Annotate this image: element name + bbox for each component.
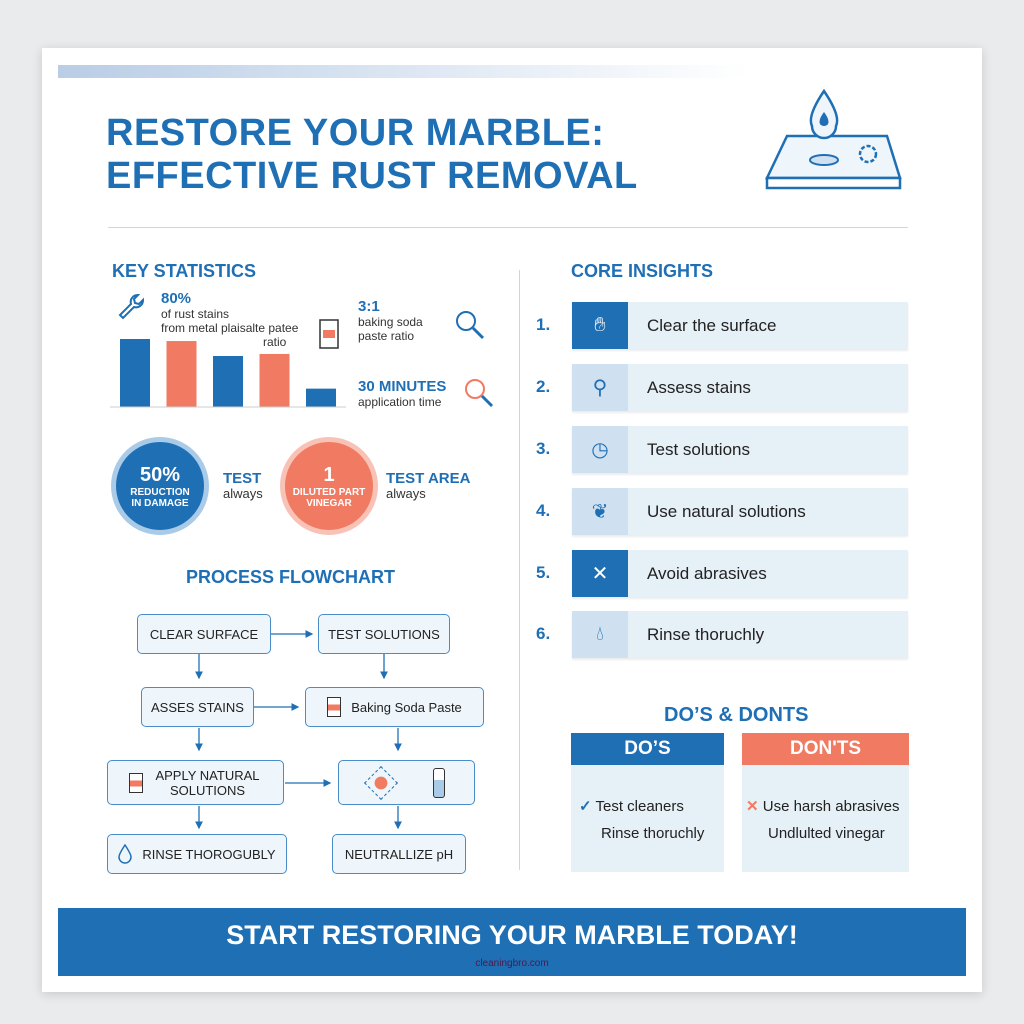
stat-80: 80% of rust stains from metal plaisalte … xyxy=(161,290,299,349)
flow-apply-natural-solutions: APPLY NATURAL SOLUTIONS xyxy=(107,760,284,805)
stain-icon xyxy=(363,765,398,800)
insight-number: 1. xyxy=(536,315,551,334)
bar xyxy=(259,353,290,407)
insight-row: ✋︎ Clear the surface xyxy=(572,302,908,349)
magnifier-icon xyxy=(456,311,485,340)
watermark: cleaningbro.com xyxy=(475,958,549,969)
circle-stat-reduction: 50% REDUCTION IN DAMAGE xyxy=(111,437,209,535)
page-title: RESTORE YOUR MARBLE:EFFECTIVE RUST REMOV… xyxy=(106,112,638,197)
insight-row: 💧︎ Rinse thoruchly xyxy=(572,611,908,658)
divider xyxy=(108,227,908,228)
check-icon: ✓ xyxy=(579,798,592,815)
cta-banner: START RESTORING YOUR MARBLE TODAY! clean… xyxy=(58,908,966,976)
clock-icon: ◷ xyxy=(572,426,628,473)
insight-number: 6. xyxy=(536,624,551,643)
donts-header: DON'TS xyxy=(742,733,909,765)
dos-header: DO’S xyxy=(571,733,724,765)
dos-list: ✓ Test cleaners Rinse thoruchly xyxy=(571,765,724,872)
stat-minutes: 30 MINUTES application time xyxy=(358,378,447,409)
no-brush-icon: ✕ xyxy=(572,550,628,597)
insight-number: 2. xyxy=(536,377,551,396)
bar-chart xyxy=(110,339,346,408)
flow-test-solutions: TEST SOLUTIONS xyxy=(318,614,450,654)
flow-clear-surface: CLEAR SURFACE xyxy=(137,614,271,654)
insight-row: ❦ Use natural solutions xyxy=(572,488,908,535)
water-drop-icon: 💧︎ xyxy=(572,611,628,658)
magnifier-icon xyxy=(465,379,494,408)
magnifier-icon: ⚲ xyxy=(572,364,628,411)
insight-number: 4. xyxy=(536,501,551,520)
leaf-icon: ❦ xyxy=(572,488,628,535)
insight-label: Test solutions xyxy=(647,440,750,459)
bar xyxy=(166,341,197,407)
water-drop-icon xyxy=(118,844,133,864)
flowchart-arrows xyxy=(195,630,402,830)
flow-neutralize: NEUTRALLIZE pH xyxy=(332,834,466,874)
hand-icon: ✋︎ xyxy=(572,302,628,349)
insight-label: Rinse thoruchly xyxy=(647,625,765,644)
flow-baking-soda-paste: Baking Soda Paste xyxy=(305,687,484,727)
insight-label: Clear the surface xyxy=(647,316,777,335)
top-accent-bar xyxy=(58,65,748,78)
flow-rinse: RINSE THOROGUBLY xyxy=(107,834,287,874)
insight-number: 5. xyxy=(536,563,551,582)
insight-number: 3. xyxy=(536,439,551,458)
core-insights-heading: CORE INSIGHTS xyxy=(571,261,714,281)
baking-soda-box-icon xyxy=(319,319,339,349)
cta-text: START RESTORING YOUR MARBLE TODAY! xyxy=(226,920,798,950)
donts-list: ✕ Use harsh abrasives Undlulted vinegar xyxy=(742,765,909,872)
circle-stat-vinegar: 1 DILUTED PART VINEGAR xyxy=(280,437,378,535)
flow-asses-stains: ASSES STAINS xyxy=(141,687,254,727)
bar xyxy=(306,388,336,407)
dos-donts-heading: DO’S & DONTS xyxy=(664,704,809,726)
key-statistics-heading: KEY STATISTICS xyxy=(112,261,257,281)
flow-stain-vinegar xyxy=(338,760,475,805)
insight-label: Assess stains xyxy=(647,378,751,397)
baking-soda-box-icon xyxy=(128,772,143,793)
wrench-icon xyxy=(118,294,144,320)
baking-soda-box-icon xyxy=(327,697,342,717)
insight-row: ⚲ Assess stains xyxy=(572,364,908,411)
marble-slab-water-drop-gear-icon xyxy=(765,88,902,190)
flowchart-heading: PROCESS FLOWCHART xyxy=(186,567,395,587)
insight-label: Use natural solutions xyxy=(647,502,806,521)
insight-row: ✕ Avoid abrasives xyxy=(572,550,908,597)
stat-ratio: 3:1 baking soda paste ratio xyxy=(358,298,423,343)
insight-label: Avoid abrasives xyxy=(647,564,767,583)
bar xyxy=(213,356,243,407)
divider xyxy=(519,270,520,870)
x-icon: ✕ xyxy=(746,798,759,815)
bar xyxy=(120,339,150,407)
insight-row: ◷ Test solutions xyxy=(572,426,908,473)
vinegar-bottle-icon xyxy=(432,767,445,798)
